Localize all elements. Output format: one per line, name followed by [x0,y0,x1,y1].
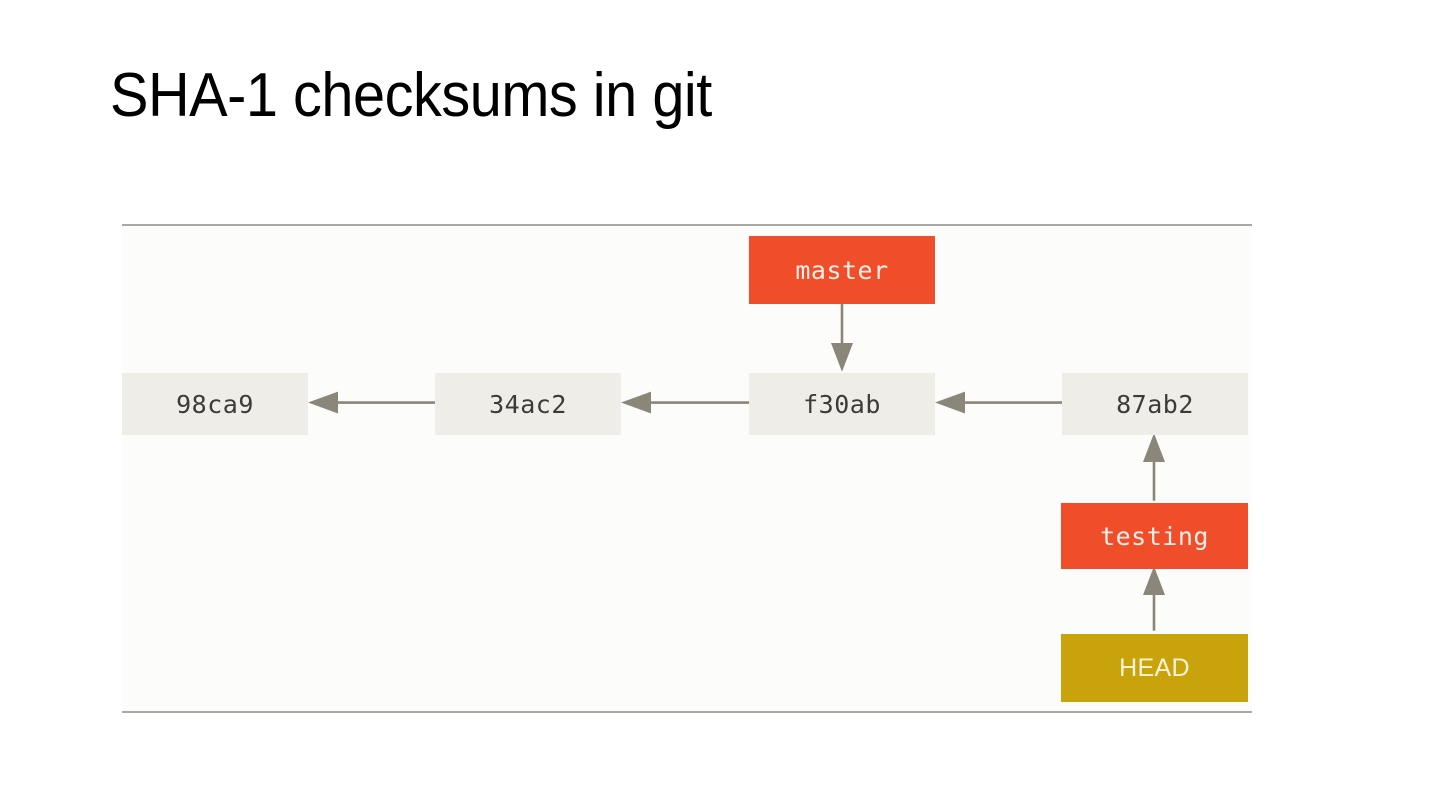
branch-node-master[interactable]: master [749,236,935,304]
page-title: SHA-1 checksums in git [110,61,712,130]
arrow-testing-to-87ab2 [1143,433,1165,501]
arrow-87ab2-to-f30ab [935,391,1062,414]
commit-label: f30ab [803,389,881,419]
arrow-head-to-testing [1143,566,1165,631]
branch-node-testing[interactable]: testing [1061,503,1248,569]
branch-label: master [795,255,889,285]
commit-node-f30ab[interactable]: f30ab [749,373,935,435]
commit-node-87ab2[interactable]: 87ab2 [1062,373,1248,435]
commit-node-98ca9[interactable]: 98ca9 [122,373,308,435]
commit-label: 87ab2 [1116,389,1194,419]
arrow-master-to-f30ab [831,303,853,372]
diagram-arrows-layer [308,303,1165,631]
arrow-34ac2-to-98ca9 [308,391,435,414]
head-pointer-node[interactable]: HEAD [1061,634,1248,702]
commit-label: 98ca9 [176,389,254,419]
branch-label: testing [1100,521,1209,551]
head-label: HEAD [1119,653,1190,682]
arrow-f30ab-to-34ac2 [621,391,749,414]
commit-label: 34ac2 [489,389,567,419]
commit-node-34ac2[interactable]: 34ac2 [435,373,621,435]
git-branch-diagram: 98ca9 34ac2 f30ab 87ab2 master testing H… [122,224,1252,713]
